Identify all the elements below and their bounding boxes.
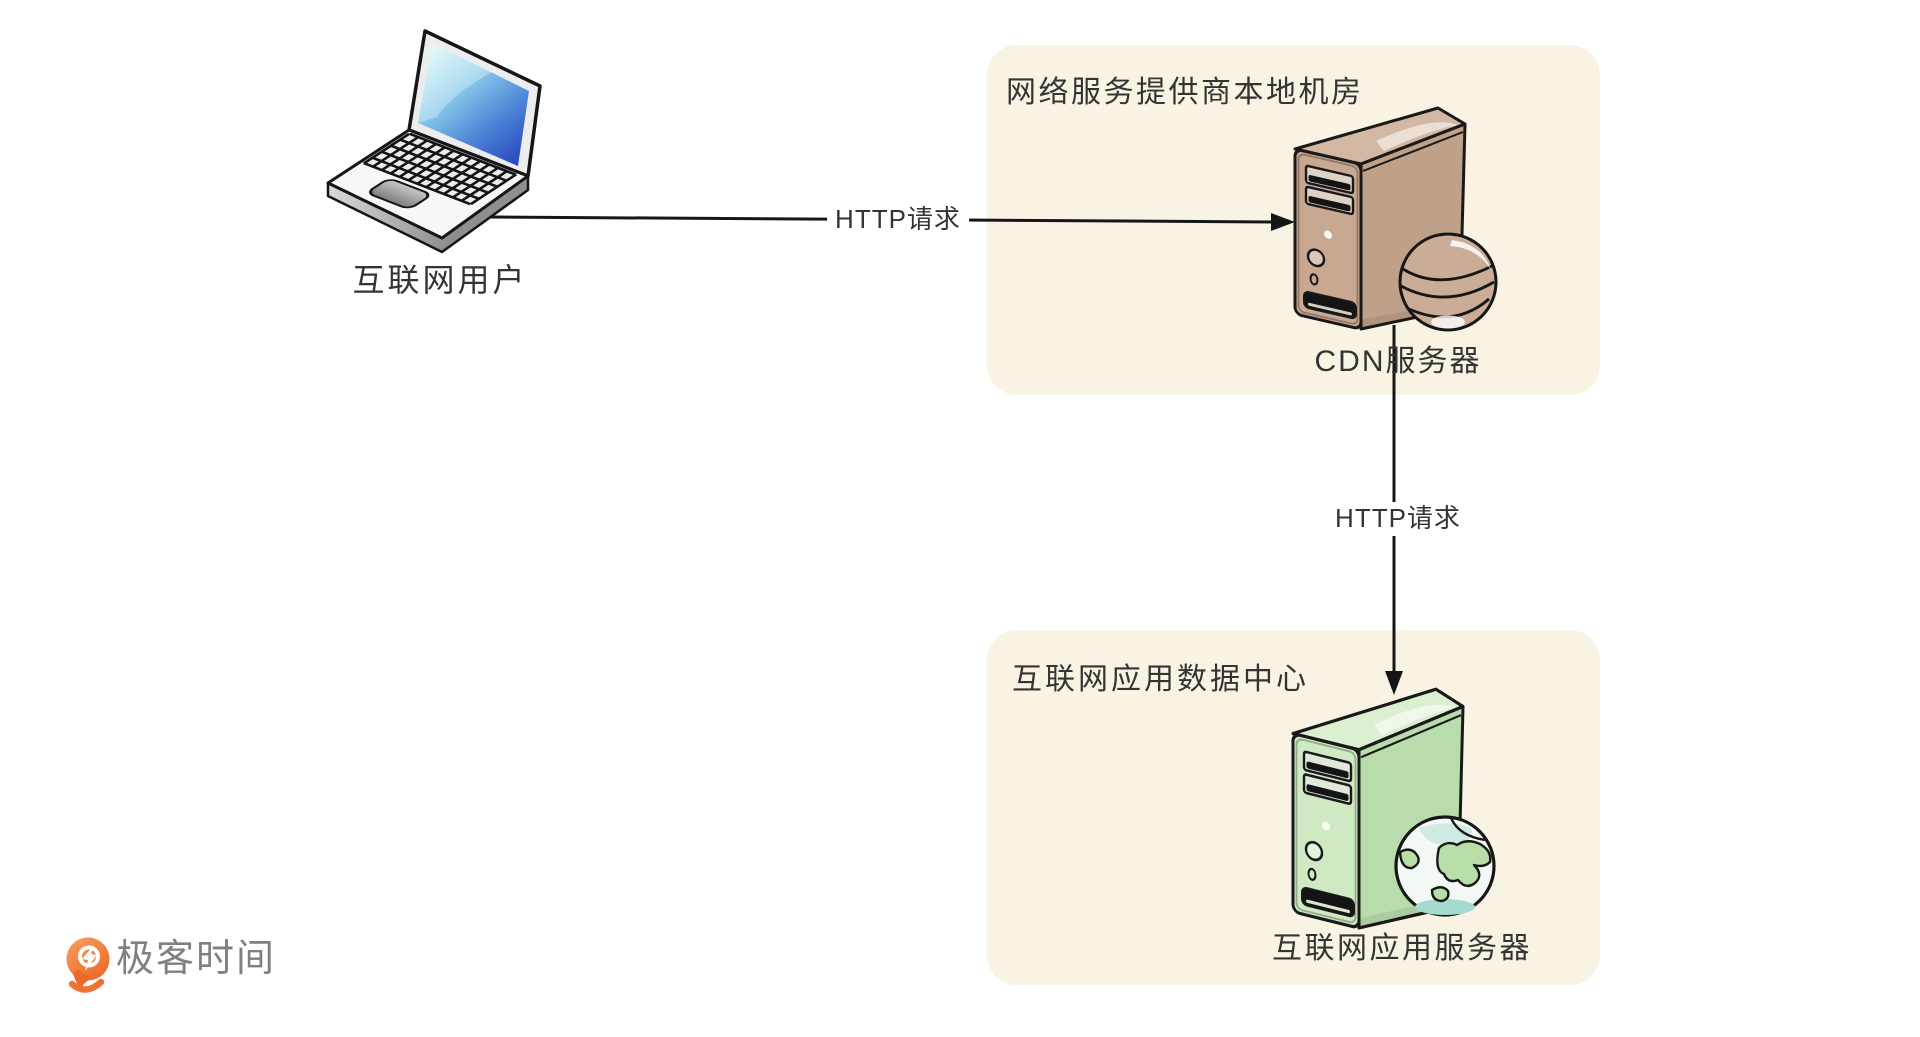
user-node-label: 互联网用户 <box>352 262 528 298</box>
app-server-label: 互联网应用服务器 <box>1272 932 1532 965</box>
isp-zone-title: 网络服务提供商本地机房 <box>1006 76 1364 109</box>
globe-icon <box>1394 815 1496 917</box>
sphere-icon <box>1398 232 1498 332</box>
geektime-logo-text: 极客时间 <box>116 938 277 980</box>
geektime-logo-icon <box>66 937 110 993</box>
http-request-label-horizontal: HTTP请求 <box>827 203 969 237</box>
touchpad <box>368 179 430 209</box>
idc-zone-title: 互联网应用数据中心 <box>1012 663 1309 696</box>
cdn-server-label: CDN服务器 <box>1314 345 1482 378</box>
laptop-icon <box>326 29 542 254</box>
http-request-arrow-vertical <box>1385 325 1403 695</box>
http-request-label-vertical: HTTP请求 <box>1329 502 1467 536</box>
